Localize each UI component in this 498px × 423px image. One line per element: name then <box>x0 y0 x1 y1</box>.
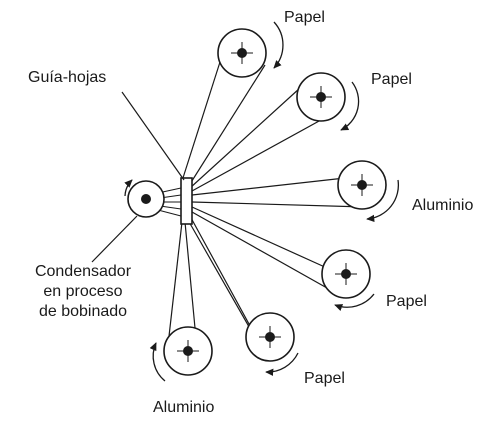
capacitor-rotation-arrow <box>124 179 133 197</box>
rotation-arrow-3 <box>366 179 400 223</box>
rotation-arrow-5 <box>265 352 299 376</box>
guide-pointer <box>121 91 185 181</box>
rotation-arrow-4 <box>334 293 375 311</box>
rotation-arrow-2 <box>340 81 360 131</box>
material-strips <box>167 61 366 361</box>
strip-paper-1b <box>189 64 266 185</box>
label-guide: Guía-hojas <box>28 69 106 86</box>
roll-paper-3 <box>321 249 375 311</box>
strip-aluminum-2b <box>184 221 196 329</box>
roll-aluminum-2 <box>149 326 213 382</box>
label-paper-2: Papel <box>371 71 412 88</box>
strip-paper-1 <box>181 61 221 182</box>
roll-paper-2 <box>296 72 360 131</box>
strip-aluminum-2 <box>167 221 183 346</box>
strip-paper-2 <box>189 87 301 189</box>
label-paper-3: Papel <box>386 293 427 310</box>
label-aluminum-1: Aluminio <box>412 197 473 214</box>
label-paper-4: Papel <box>304 370 345 387</box>
strip-paper-4 <box>189 215 256 336</box>
capacitor-roll <box>124 179 165 218</box>
strip-aluminum-1b <box>191 201 366 208</box>
strip-paper-3b <box>191 211 344 298</box>
strip-paper-2b <box>191 114 331 192</box>
label-capacitor-line2: en proceso <box>43 283 122 300</box>
label-capacitor-line1: Condensador <box>35 263 132 280</box>
roll-aluminum-1 <box>337 160 400 223</box>
strip-aluminum-1 <box>191 177 346 196</box>
sheet-guide <box>180 177 193 225</box>
capacitor-pointer <box>91 215 138 263</box>
rotation-arrow-1 <box>273 21 284 69</box>
label-paper-1: Papel <box>284 9 325 26</box>
label-capacitor-line3: de bobinado <box>39 303 127 320</box>
strip-paper-3 <box>191 206 328 269</box>
roll-paper-1 <box>217 21 284 78</box>
roll-paper-4 <box>245 312 299 376</box>
rotation-arrow-6 <box>149 342 166 382</box>
label-aluminum-2: Aluminio <box>153 399 214 416</box>
